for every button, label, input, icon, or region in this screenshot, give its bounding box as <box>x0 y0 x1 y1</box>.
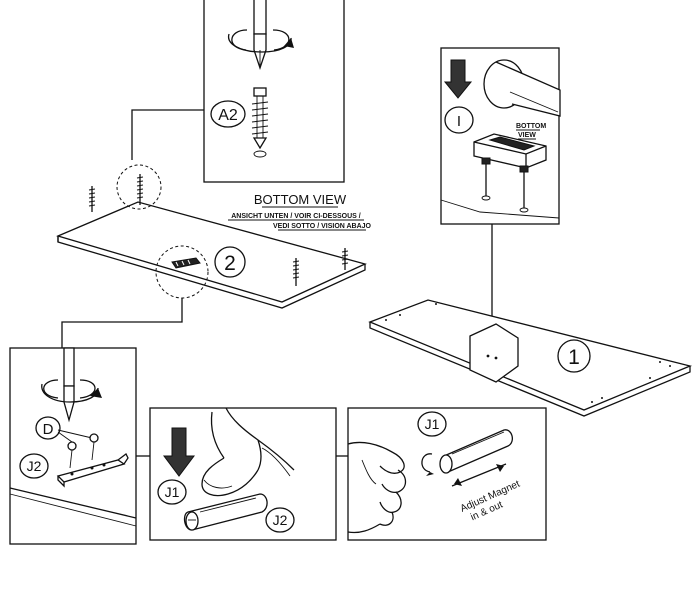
part-d-label: D <box>43 421 54 438</box>
knob-handle-icon <box>483 59 561 117</box>
rotation-arrow-icon <box>41 379 102 403</box>
octagon-detail-marker <box>469 323 519 383</box>
board-step-2: 2 <box>56 164 367 309</box>
double-arrow-icon <box>451 463 507 487</box>
screwdriver-icon <box>253 0 267 71</box>
inset-bottom-view: I BOTTOM VIEW <box>440 47 561 225</box>
rotation-arrow-icon <box>228 29 294 53</box>
bottom-view-title: BOTTOM VIEW <box>254 192 347 207</box>
screw-icons <box>67 433 99 469</box>
magnet-catch-on-board <box>171 257 201 269</box>
part-j2-label-second: J2 <box>273 512 288 528</box>
bottom-view-subtitle-2: VEDI SOTTO / VISION ABAJO <box>273 223 372 230</box>
j2-catch-plate-icon <box>56 453 129 488</box>
part-j2-callout-second: J2 <box>265 507 295 533</box>
part-i-callout: I <box>444 106 474 134</box>
part-j1-callout: J1 <box>157 479 187 505</box>
inset-adjust-frame <box>347 407 547 541</box>
part-j2-label: J2 <box>27 458 42 474</box>
rotation-small-icon <box>421 453 434 476</box>
part-j1-label-second: J1 <box>425 416 440 432</box>
part-i-label: I <box>457 113 461 130</box>
bottom-view-heading: BOTTOM VIEW ANSICHT UNTEN / VOIR CI-DESS… <box>228 192 372 231</box>
step-1-marker: 1 <box>557 339 591 373</box>
board-edge-line <box>9 487 137 519</box>
inset-press-j1: J1 J2 <box>149 407 337 541</box>
down-arrow-icon <box>443 59 473 99</box>
inset-screwdriver-d: D J2 <box>9 347 137 545</box>
finger-icon <box>201 407 295 497</box>
inset-bottom-label-2: VIEW <box>518 132 536 139</box>
leader-line-catch <box>61 298 183 348</box>
inset-a2-frame <box>203 0 345 183</box>
inset-bottom-label-1: BOTTOM <box>516 123 546 130</box>
hand-icon <box>347 441 407 534</box>
screw-posts <box>88 174 349 286</box>
screwdriver-icon <box>63 347 75 423</box>
step-2-marker: 2 <box>214 246 246 278</box>
inset-screwdriver-a2: A2 <box>203 0 345 183</box>
magnet-block-icon <box>473 133 547 213</box>
part-j1-label: J1 <box>165 484 180 500</box>
leader-line-a2 <box>131 109 204 160</box>
bottom-view-subtitle-1: ANSICHT UNTEN / VOIR CI-DESSOUS / <box>231 213 361 220</box>
step-2-label: 2 <box>224 252 236 275</box>
part-a2-label: A2 <box>218 107 238 124</box>
board-holes <box>385 303 671 403</box>
down-arrow-icon <box>163 427 195 477</box>
j1-magnet-icon <box>183 493 268 531</box>
part-j2-callout: J2 <box>19 453 49 479</box>
part-j1-callout-second: J1 <box>417 411 447 437</box>
detail-circle-a2 <box>116 164 162 210</box>
inset-adjust-magnet: J1 Adjust Magnet in & out <box>347 407 547 541</box>
board-step-1: 1 <box>368 299 693 417</box>
j1-magnet-icon <box>439 429 514 474</box>
part-d-callout: D <box>35 416 93 443</box>
step-1-label: 1 <box>568 346 580 369</box>
part-a2-callout: A2 <box>210 100 246 128</box>
a2-screw-icon <box>251 87 269 158</box>
